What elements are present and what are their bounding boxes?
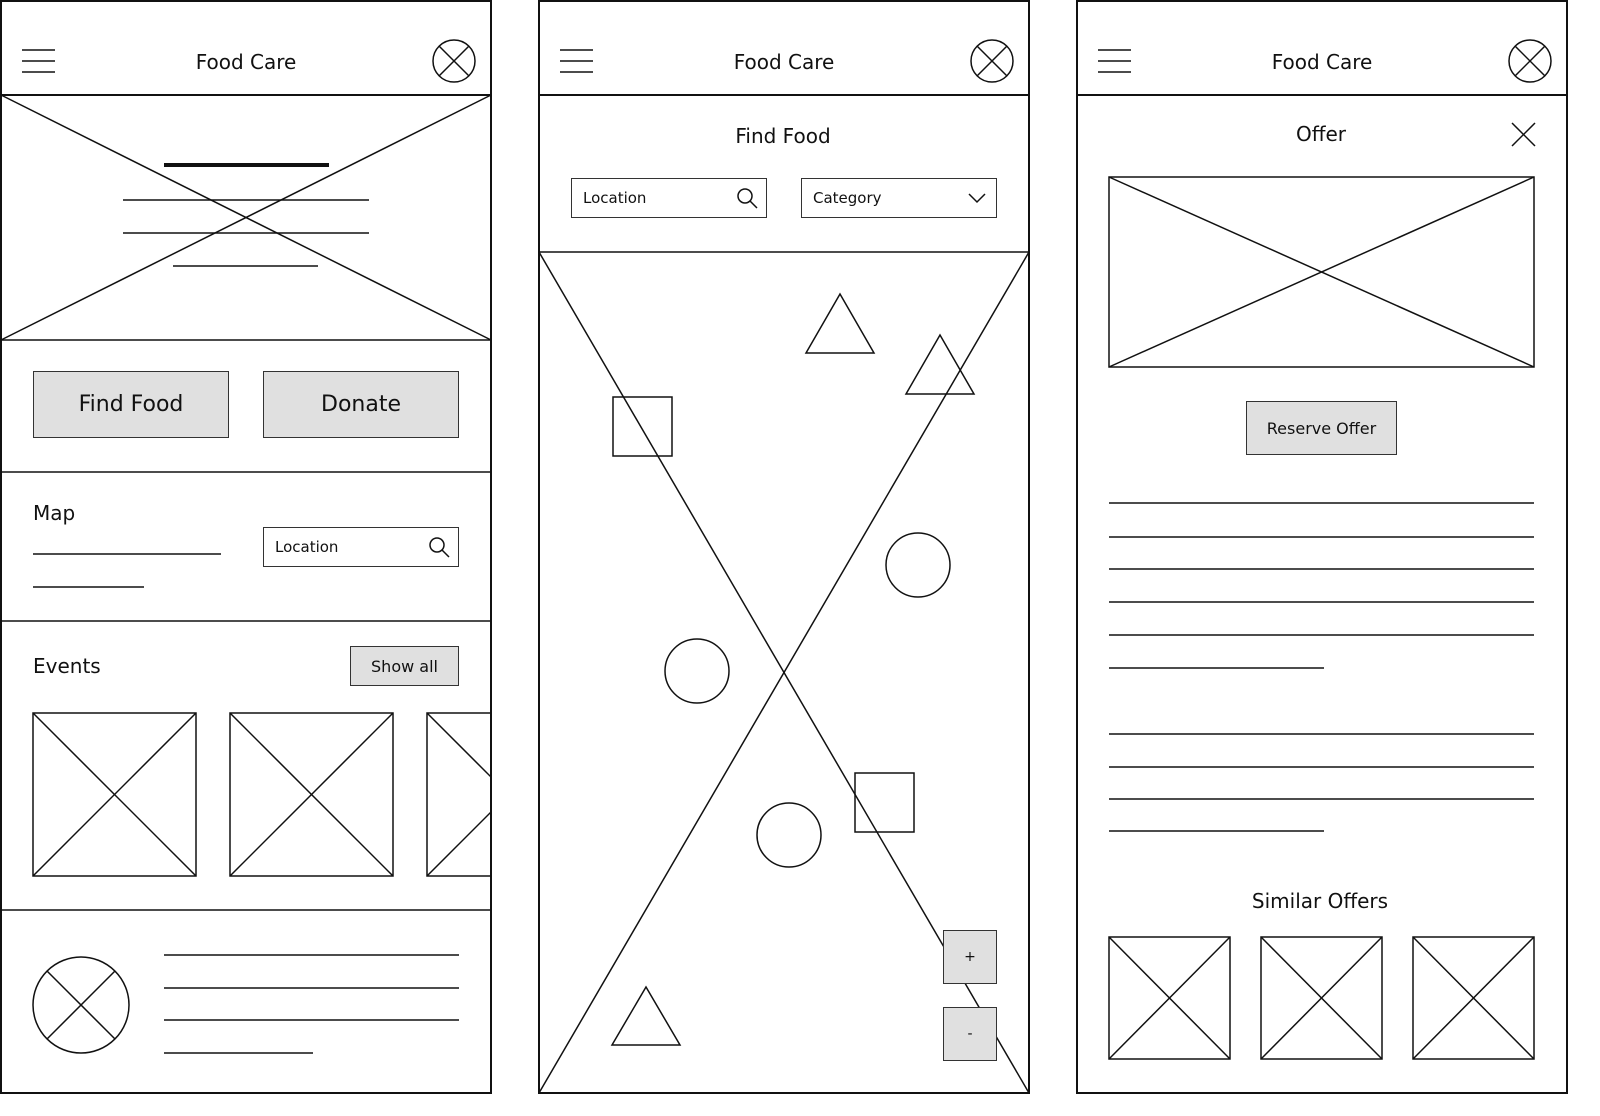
location-input[interactable]: Location [571,178,767,218]
find-food-heading: Find Food [735,124,831,148]
offer-heading: Offer [1295,122,1347,146]
event-card-image [32,712,197,877]
similar-offer-image [1260,936,1383,1060]
app-title: Food Care [195,50,297,74]
map-marker-circle [756,802,822,868]
screen-offer-frame [1076,0,1568,1094]
location-placeholder: Location [275,538,339,556]
events-heading: Events [33,654,101,678]
show-all-button[interactable]: Show all [350,646,459,686]
map-marker-square [612,396,673,457]
screen-find-food-frame [538,0,1030,1094]
similar-offer-image [1412,936,1535,1060]
map-marker-triangle [904,333,976,395]
category-value: Category [813,189,882,207]
profile-placeholder-icon [970,39,1014,83]
menu-button[interactable] [1094,40,1136,82]
donate-button[interactable]: Donate [263,371,459,438]
menu-button[interactable] [556,40,598,82]
map-marker-circle [885,532,951,598]
hamburger-icon [1098,49,1131,73]
profile-placeholder-icon [432,39,476,83]
search-icon [429,537,450,558]
map-marker-circle [664,638,730,704]
event-card-image [229,712,394,877]
map-marker-triangle [804,292,876,354]
reserve-offer-button[interactable]: Reserve Offer [1246,401,1397,455]
app-title: Food Care [733,50,835,74]
menu-button[interactable] [18,40,60,82]
find-food-button[interactable]: Find Food [33,371,229,438]
event-card-image [426,712,491,877]
similar-offers-heading: Similar Offers [1251,889,1389,913]
chevron-down-icon [968,193,986,204]
location-input[interactable]: Location [263,527,459,567]
search-icon [737,188,758,209]
zoom-in-button[interactable]: + [943,930,997,984]
avatar-placeholder [32,956,130,1054]
map-heading: Map [33,501,76,525]
profile-placeholder-icon [1508,39,1552,83]
map-marker-triangle [610,985,682,1046]
zoom-out-button[interactable]: - [943,1007,997,1061]
screen-home-frame [0,0,492,1094]
hamburger-icon [22,49,55,73]
similar-offer-image [1108,936,1231,1060]
hero-image-placeholder [0,94,492,341]
location-placeholder: Location [583,189,647,207]
offer-image-placeholder [1108,176,1535,368]
category-select[interactable]: Category [801,178,997,218]
map-marker-square [854,772,915,833]
close-icon [1511,122,1536,147]
app-title: Food Care [1271,50,1373,74]
close-button[interactable] [1505,116,1543,154]
hamburger-icon [560,49,593,73]
